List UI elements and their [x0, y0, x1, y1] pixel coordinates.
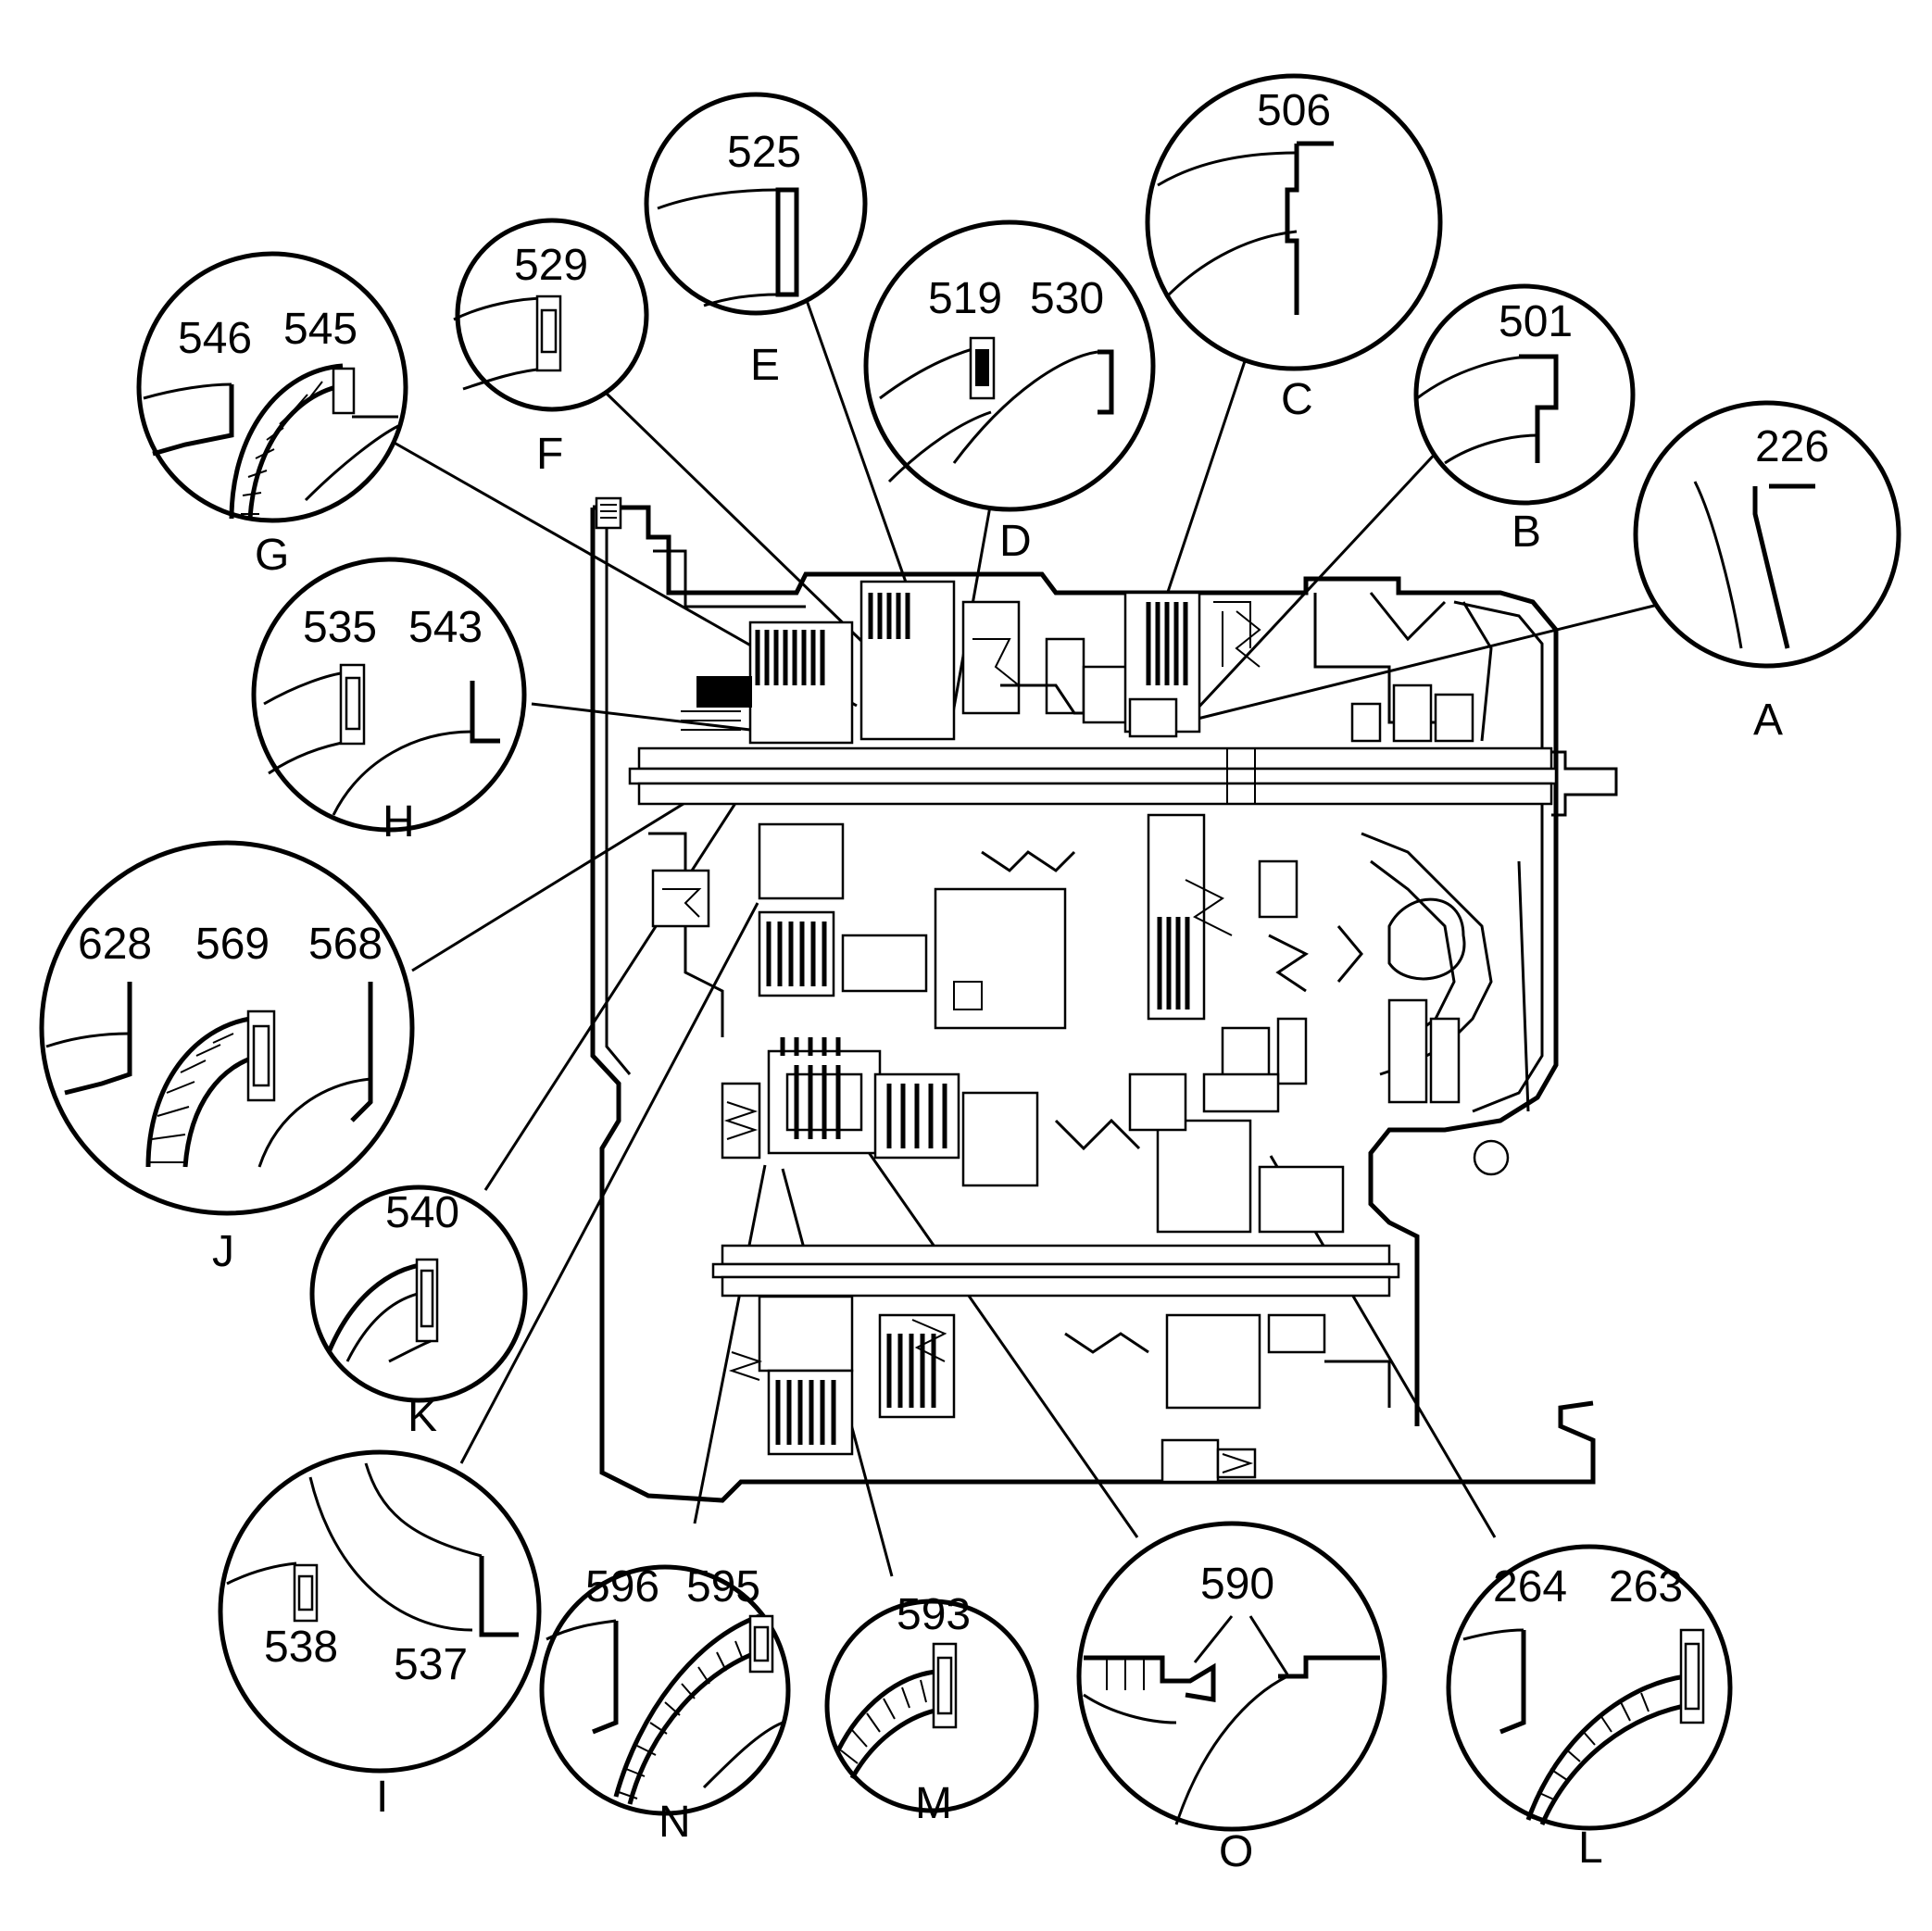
callout-letter-a: A	[1753, 696, 1783, 745]
callout-e: 525 E	[644, 92, 868, 390]
callout-b: 501 B	[1413, 283, 1636, 557]
callout-l: 264 263 L	[1446, 1544, 1733, 1873]
clutch-pack-upper-right	[1123, 591, 1261, 738]
callout-letter-k: K	[408, 1392, 437, 1441]
clutch-pack-middle	[648, 813, 1309, 1085]
clutch-pack-bottom	[728, 1295, 1391, 1484]
callout-a: 226 A	[1633, 400, 1901, 745]
part-number-593: 593	[897, 1590, 971, 1639]
callout-o: 590 O	[1076, 1521, 1387, 1876]
callout-letter-o: O	[1219, 1827, 1253, 1876]
part-number-506: 506	[1257, 86, 1331, 135]
callout-letter-c: C	[1281, 375, 1313, 424]
part-number-543: 543	[408, 603, 483, 652]
part-number-569: 569	[195, 920, 270, 969]
callout-d: 519 530 D	[863, 219, 1156, 566]
clutch-pack-upper-left	[681, 621, 854, 745]
callout-letter-b: B	[1512, 508, 1541, 557]
part-number-530: 530	[1030, 274, 1104, 323]
callout-letter-l: L	[1578, 1824, 1603, 1873]
part-number-263: 263	[1609, 1562, 1683, 1611]
part-number-525: 525	[727, 128, 801, 177]
callout-letter-e: E	[750, 341, 780, 390]
part-number-538: 538	[264, 1623, 338, 1672]
part-number-537: 537	[394, 1640, 468, 1689]
callout-letter-m: M	[915, 1779, 952, 1828]
part-number-628: 628	[78, 920, 152, 969]
callout-i: 538 537 I	[218, 1449, 542, 1822]
part-number-545: 545	[283, 305, 358, 354]
callout-letter-i: I	[376, 1773, 388, 1822]
transmission-assembly	[590, 496, 1618, 1503]
converter-housing	[1336, 832, 1530, 1176]
part-number-535: 535	[303, 603, 377, 652]
callout-c: 506 C	[1145, 73, 1443, 424]
callout-n: 596 595 N	[539, 1562, 791, 1847]
callout-j: 628 569 568 J	[39, 840, 415, 1276]
clutch-pack-upper-mid	[859, 580, 1169, 741]
callout-k: 540 K	[309, 1185, 528, 1441]
callout-letter-h: H	[383, 797, 415, 846]
part-number-529: 529	[514, 241, 588, 290]
callout-m: 593 M	[824, 1590, 1039, 1828]
callout-letter-j: J	[212, 1227, 234, 1276]
callout-g: 546 545 G	[136, 251, 408, 580]
callout-f: 529 F	[453, 218, 649, 479]
callout-letter-g: G	[255, 531, 289, 580]
part-number-264: 264	[1493, 1562, 1567, 1611]
callout-h: 535 543 H	[251, 557, 527, 846]
housing-right-detail	[1313, 592, 1493, 743]
callout-letter-f: F	[536, 430, 563, 479]
callout-letter-n: N	[659, 1798, 691, 1847]
part-number-590: 590	[1200, 1560, 1274, 1609]
part-number-501: 501	[1499, 297, 1573, 346]
callout-letter-d: D	[999, 517, 1032, 566]
clutch-pack-lower	[721, 1037, 1345, 1234]
part-number-546: 546	[178, 314, 252, 363]
part-number-226: 226	[1755, 422, 1829, 471]
part-number-540: 540	[385, 1188, 459, 1237]
part-number-519: 519	[928, 274, 1002, 323]
part-number-568: 568	[308, 920, 383, 969]
part-number-595: 595	[686, 1562, 760, 1611]
part-number-596: 596	[585, 1562, 659, 1611]
